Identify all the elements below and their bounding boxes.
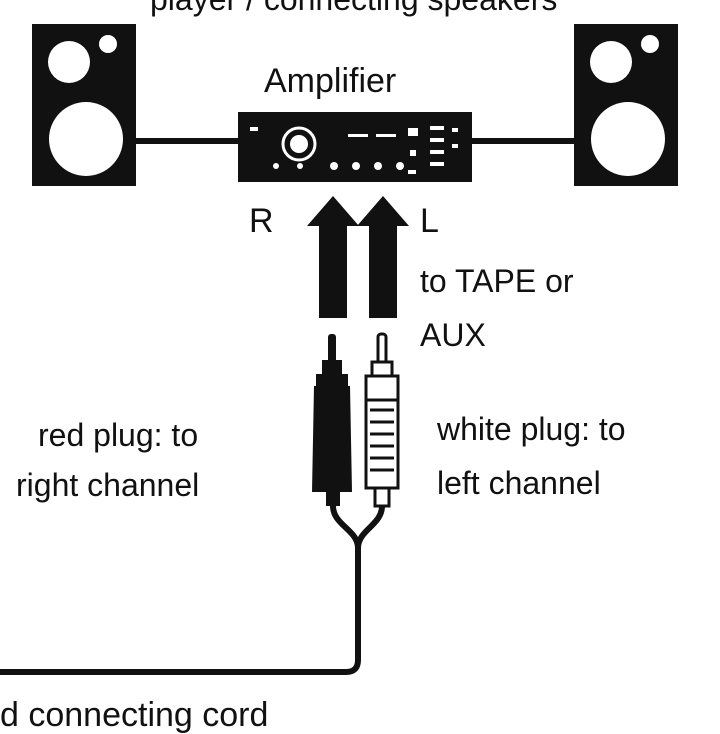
input-target-label: to TAPE or AUX [420, 262, 574, 354]
connecting-cord [0, 505, 361, 675]
amplifier-label: Amplifier [264, 62, 397, 100]
right-speaker [574, 24, 678, 186]
white-plug [364, 332, 400, 508]
white-plug-line-2: left channel [437, 465, 601, 501]
red-plug-line-2: right channel [16, 467, 200, 503]
input-target-line-1: to TAPE or [420, 263, 574, 299]
red-plug-label: red plug: to right channel [16, 410, 199, 510]
white-plug-line-1: white plug: to [437, 411, 626, 447]
white-plug-label: white plug: to left channel [437, 402, 626, 510]
left-channel-marker: L [420, 202, 439, 240]
amplifier-unit [238, 112, 472, 182]
cord-branch-white [355, 505, 385, 549]
cord-label: d connecting cord [0, 696, 269, 734]
input-target-line-2: AUX [420, 317, 486, 353]
red-plug-line-1: red plug: to [38, 417, 199, 453]
left-speaker [32, 24, 136, 186]
right-channel-marker: R [249, 202, 274, 240]
right-channel-arrow [307, 196, 359, 318]
left-channel-arrow [357, 196, 409, 318]
red-plug [312, 334, 352, 506]
partial-top-text: player / connecting speakers [150, 0, 557, 18]
